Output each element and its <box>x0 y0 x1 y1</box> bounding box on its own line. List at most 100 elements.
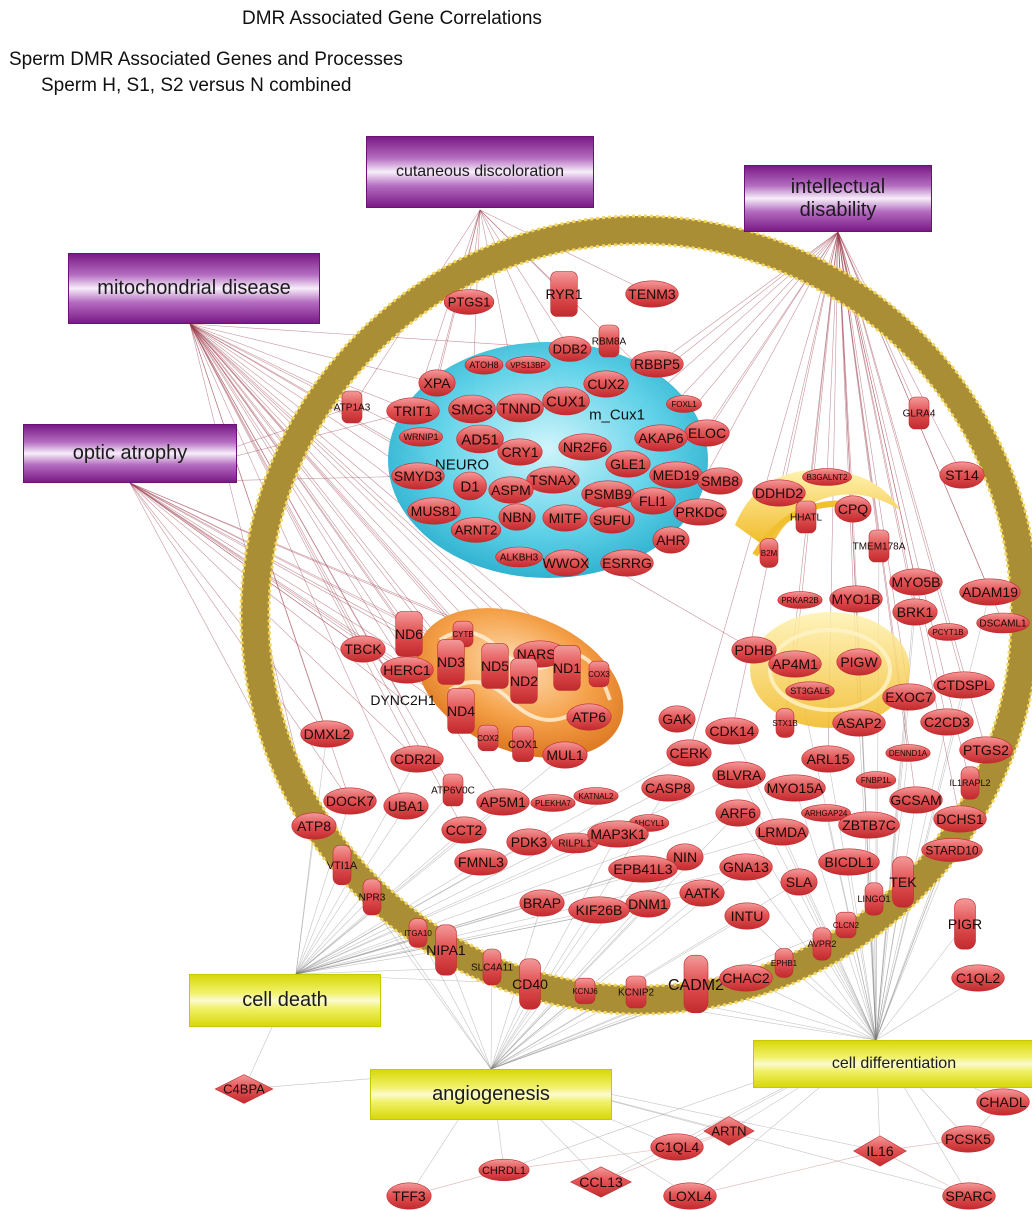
gene-node-foxl1[interactable]: FOXL1 <box>666 395 702 413</box>
process-intellectual-disability[interactable]: intellectual disability <box>744 165 932 232</box>
gene-node-cry1[interactable]: CRY1 <box>497 438 543 466</box>
gene-node-tmem178a[interactable]: TMEM178A <box>853 529 906 563</box>
gene-node-cox1[interactable]: COX1 <box>508 726 538 762</box>
gene-node-neuro[interactable]: NEURO <box>435 456 489 473</box>
gene-node-ptgs2[interactable]: PTGS2 <box>959 736 1013 764</box>
gene-node-cadm2[interactable]: CADM2 <box>668 954 724 1014</box>
gene-node-bicdl1[interactable]: BICDL1 <box>818 848 880 876</box>
gene-node-plekha7[interactable]: PLEKHA7 <box>530 794 576 812</box>
gene-node-avpr2[interactable]: AVPR2 <box>808 927 837 961</box>
gene-node-st3gal5[interactable]: ST3GAL5 <box>785 681 835 701</box>
gene-node-cdr2l[interactable]: CDR2L <box>390 745 444 773</box>
gene-node-pcyt1b[interactable]: PCYT1B <box>927 623 969 641</box>
gene-node-nd3[interactable]: ND3 <box>437 639 465 685</box>
gene-node-ctdspl[interactable]: CTDSPL <box>933 671 995 699</box>
gene-node-brk1[interactable]: BRK1 <box>892 598 938 626</box>
gene-node-cd40[interactable]: CD40 <box>512 958 548 1010</box>
gene-node-atp6v0c[interactable]: ATP6V0C <box>431 773 475 807</box>
gene-node-stard10[interactable]: STARD10 <box>921 838 983 862</box>
gene-node-fnbp1l[interactable]: FNBP1L <box>855 771 897 789</box>
gene-node-hhatl[interactable]: HHATL <box>790 500 822 534</box>
gene-node-cux2[interactable]: CUX2 <box>583 370 629 398</box>
gene-node-rbbp5[interactable]: RBBP5 <box>630 350 684 378</box>
gene-node-atp1a3[interactable]: ATP1A3 <box>334 390 371 424</box>
gene-node-chadl[interactable]: CHADL <box>976 1088 1030 1116</box>
gene-node-il1rapl2[interactable]: IL1RAPL2 <box>949 766 991 800</box>
gene-node-clcn2[interactable]: CLCN2 <box>833 911 860 939</box>
gene-node-m-cux1[interactable]: m_Cux1 <box>589 406 645 423</box>
gene-node-ddhd2[interactable]: DDHD2 <box>752 479 806 507</box>
gene-node-wwox[interactable]: WWOX <box>543 549 590 577</box>
gene-node-sla[interactable]: SLA <box>780 868 818 896</box>
gene-node-myo1b[interactable]: MYO1B <box>829 585 883 613</box>
gene-node-prkdc[interactable]: PRKDC <box>673 498 727 526</box>
gene-node-kif26b[interactable]: KIF26B <box>568 896 630 924</box>
gene-node-vti1a[interactable]: VTI1A <box>327 844 358 886</box>
gene-node-tbck[interactable]: TBCK <box>340 635 386 663</box>
gene-node-fli1[interactable]: FLI1 <box>630 487 676 515</box>
gene-node-herc1[interactable]: HERC1 <box>380 656 434 684</box>
gene-node-nd5[interactable]: ND5 <box>481 643 509 689</box>
gene-node-itga10[interactable]: ITGA10 <box>404 918 432 948</box>
gene-node-ad51[interactable]: AD51 <box>456 424 504 454</box>
gene-node-gle1[interactable]: GLE1 <box>605 450 651 478</box>
gene-node-cpq[interactable]: CPQ <box>834 495 872 523</box>
gene-node-c2cd3[interactable]: C2CD3 <box>920 708 974 736</box>
gene-node-arhgap24[interactable]: ARHGAP24 <box>801 804 851 822</box>
gene-node-ap4m1[interactable]: AP4M1 <box>768 650 822 678</box>
gene-node-nipa1[interactable]: NIPA1 <box>426 924 466 976</box>
gene-node-il16[interactable]: IL16 <box>853 1135 907 1167</box>
gene-node-atp6[interactable]: ATP6 <box>566 703 612 731</box>
gene-node-casp8[interactable]: CASP8 <box>641 774 695 802</box>
gene-node-blvra[interactable]: BLVRA <box>712 761 766 789</box>
gene-node-nd6[interactable]: ND6 <box>395 611 423 657</box>
gene-node-arl15[interactable]: ARL15 <box>801 745 855 773</box>
gene-node-pcsk5[interactable]: PCSK5 <box>941 1125 995 1153</box>
gene-node-sufu[interactable]: SUFU <box>589 506 635 534</box>
gene-node-tsnax[interactable]: TSNAX <box>526 466 580 494</box>
process-cell-death[interactable]: cell death <box>189 974 381 1027</box>
gene-node-nr2f6[interactable]: NR2F6 <box>558 433 612 461</box>
gene-node-nbn[interactable]: NBN <box>498 503 536 531</box>
gene-node-pigr[interactable]: PIGR <box>948 898 982 950</box>
process-mitochondrial-disease[interactable]: mitochondrial disease <box>68 253 320 324</box>
gene-node-mul1[interactable]: MUL1 <box>542 741 588 769</box>
gene-node-map3k1[interactable]: MAP3K1 <box>587 820 649 848</box>
gene-node-smyd3[interactable]: SMYD3 <box>391 462 445 490</box>
gene-node-nd2[interactable]: ND2 <box>510 658 538 704</box>
gene-node-cox2[interactable]: COX2 <box>477 724 499 752</box>
gene-node-atoh8[interactable]: ATOH8 <box>464 355 504 375</box>
gene-node-cct2[interactable]: CCT2 <box>441 816 487 844</box>
gene-node-stx1b[interactable]: STX1B <box>772 708 798 738</box>
gene-node-slc4a11[interactable]: SLC4A11 <box>471 948 514 986</box>
gene-node-ephb1[interactable]: EPHB1 <box>771 948 798 978</box>
gene-node-gcsam[interactable]: GCSAM <box>889 786 943 814</box>
gene-node-nin[interactable]: NIN <box>666 843 704 871</box>
gene-node-epb41l3[interactable]: EPB41L3 <box>608 855 678 883</box>
gene-node-psmb9[interactable]: PSMB9 <box>581 480 635 508</box>
gene-node-ddb2[interactable]: DDB2 <box>548 336 592 362</box>
gene-node-cdk14[interactable]: CDK14 <box>705 717 759 745</box>
process-angiogenesis[interactable]: angiogenesis <box>370 1069 612 1120</box>
gene-node-loxl4[interactable]: LOXL4 <box>663 1182 717 1210</box>
gene-node-wrnip1[interactable]: WRNIP1 <box>399 427 443 447</box>
gene-node-smc3[interactable]: SMC3 <box>448 394 496 424</box>
gene-node-st14[interactable]: ST14 <box>939 461 985 489</box>
gene-node-cerk[interactable]: CERK <box>666 739 712 767</box>
gene-node-dock7[interactable]: DOCK7 <box>323 787 377 815</box>
gene-node-katnal2[interactable]: KATNAL2 <box>573 787 619 805</box>
gene-node-uba1[interactable]: UBA1 <box>383 792 429 820</box>
gene-node-brap[interactable]: BRAP <box>519 889 565 917</box>
gene-node-esrrg[interactable]: ESRRG <box>600 549 654 577</box>
gene-node-dennd1a[interactable]: DENND1A <box>885 744 931 762</box>
gene-node-ryr1[interactable]: RYR1 <box>545 271 583 317</box>
gene-node-tnnd[interactable]: TNND <box>496 393 544 423</box>
gene-node-gna13[interactable]: GNA13 <box>719 853 773 881</box>
gene-node-adam19[interactable]: ADAM19 <box>959 578 1021 606</box>
gene-node-pdk3[interactable]: PDK3 <box>506 828 552 856</box>
gene-node-b3galnt2[interactable]: B3GALNT2 <box>802 468 852 486</box>
gene-node-sparc[interactable]: SPARC <box>942 1182 996 1210</box>
gene-node-pdhb[interactable]: PDHB <box>731 636 777 664</box>
gene-node-aspm[interactable]: ASPM <box>488 476 534 504</box>
gene-node-aatk[interactable]: AATK <box>679 879 725 907</box>
